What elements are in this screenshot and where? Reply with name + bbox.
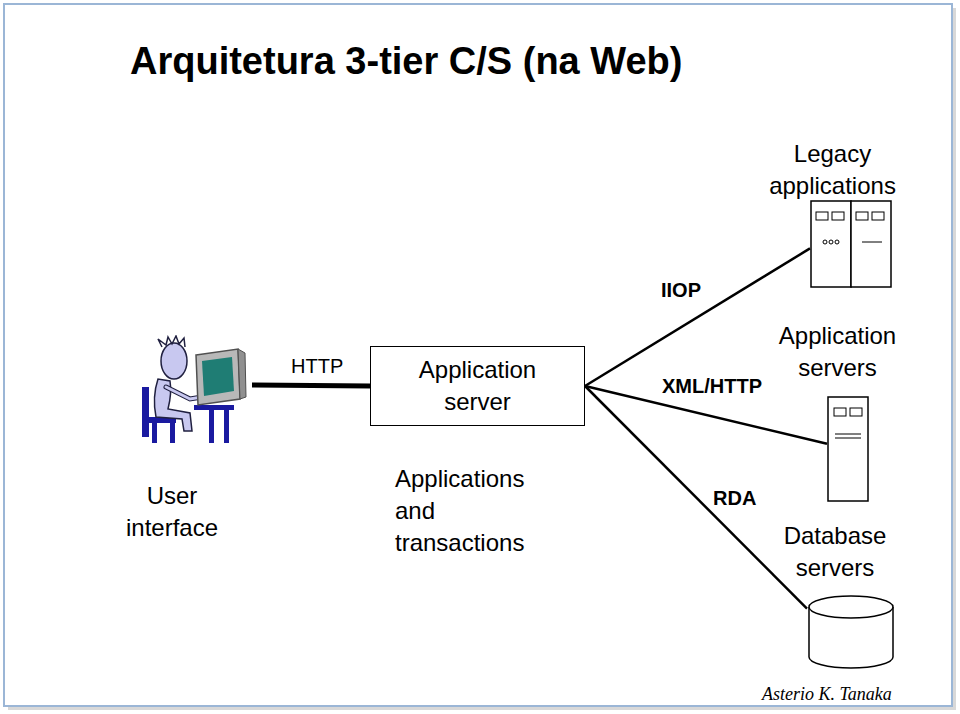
slide-title: Arquitetura 3-tier C/S (na Web) xyxy=(130,38,682,84)
protocol-label: IIOP xyxy=(659,278,703,302)
tier-caption: Applications and transactions xyxy=(395,463,555,559)
node-label: Application servers xyxy=(765,320,910,384)
shape-holder xyxy=(112,335,252,449)
person-body xyxy=(154,379,192,431)
shape-holder xyxy=(807,593,895,675)
connector-line xyxy=(585,386,807,609)
desk xyxy=(194,405,234,410)
connector-line xyxy=(585,248,810,386)
user-figure-node: User interface xyxy=(112,335,252,545)
protocol-label: RDA xyxy=(711,486,758,510)
node-label: Database servers xyxy=(770,520,900,584)
legacy-server-node: Legacy applications xyxy=(755,135,910,290)
author-credit: Asterio K. Tanaka xyxy=(762,683,892,705)
app-server-node: Application servers xyxy=(765,318,910,503)
node-label: User interface xyxy=(112,480,232,544)
server-icon xyxy=(827,396,869,502)
user-figure xyxy=(112,335,252,445)
connector-line xyxy=(252,385,370,386)
box-text: Application server xyxy=(388,354,568,418)
process-box: Application server xyxy=(370,346,585,426)
database-node: Database servers xyxy=(770,518,900,673)
protocol-label: XML/HTTP xyxy=(660,374,764,398)
database-cylinder xyxy=(807,593,895,671)
frame-border xyxy=(4,4,952,706)
shape-holder xyxy=(810,200,892,292)
node-label: Legacy applications xyxy=(755,138,910,202)
legacy-server-icon xyxy=(810,200,892,288)
protocol-label: HTTP xyxy=(289,354,345,378)
chair-back xyxy=(142,387,149,437)
monitor xyxy=(196,349,240,405)
shape-holder xyxy=(827,396,869,506)
monitor-screen xyxy=(202,357,234,396)
person-head xyxy=(161,343,187,379)
